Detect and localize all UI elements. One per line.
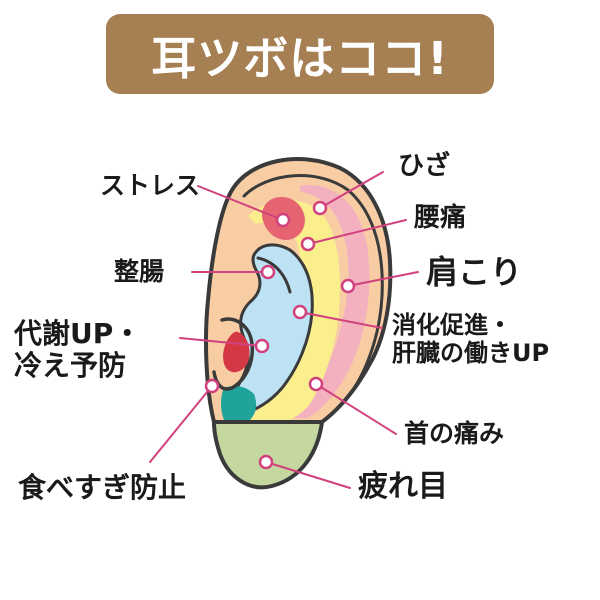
point-stress (275, 212, 291, 228)
leader-yotsu (307, 219, 407, 245)
label-seicho: 整腸 (114, 257, 165, 286)
label-taisha: 代謝UP・ 冷え予防 (14, 317, 142, 383)
label-kubi: 首の痛み (404, 419, 505, 448)
point-hiza (312, 200, 328, 216)
title-banner: 耳ツボはココ! (106, 14, 494, 94)
point-hiro (258, 454, 274, 470)
leader-shoka (299, 311, 383, 329)
point-kubi (308, 376, 324, 392)
leader-stress (197, 185, 284, 221)
leader-kubi (315, 383, 397, 435)
label-hiza: ひざ (398, 151, 451, 181)
pink-zone (294, 185, 370, 418)
earlobe-zone (212, 420, 324, 490)
crus-line (256, 256, 292, 294)
label-katakori: 肩こり (426, 253, 523, 291)
point-yotsu (300, 236, 316, 252)
label-stress: ストレス (100, 171, 201, 200)
label-hiro: 疲れ目 (358, 469, 448, 504)
label-shokuyoku: 食べすぎ防止 (18, 471, 187, 504)
helix-rim (242, 174, 384, 402)
tragus-outline (212, 317, 255, 391)
point-shokuyoku (204, 378, 220, 394)
leader-shokuyoku (149, 385, 213, 463)
leader-hiro (265, 461, 351, 489)
leader-hiza (319, 171, 384, 209)
point-katakori (340, 278, 356, 294)
label-shoka: 消化促進・ 肝臓の働きUP (392, 311, 550, 367)
label-yotsu: 腰痛 (414, 203, 467, 233)
leader-taisha (179, 337, 263, 347)
yellow-zone (246, 200, 340, 422)
point-taisha (254, 338, 270, 354)
point-seicho (260, 264, 276, 280)
point-shoka (292, 304, 308, 320)
leader-katakori (347, 271, 419, 287)
teal-zone (221, 386, 257, 420)
title-text: 耳ツボはココ! (151, 31, 449, 85)
red-spot (223, 331, 250, 373)
